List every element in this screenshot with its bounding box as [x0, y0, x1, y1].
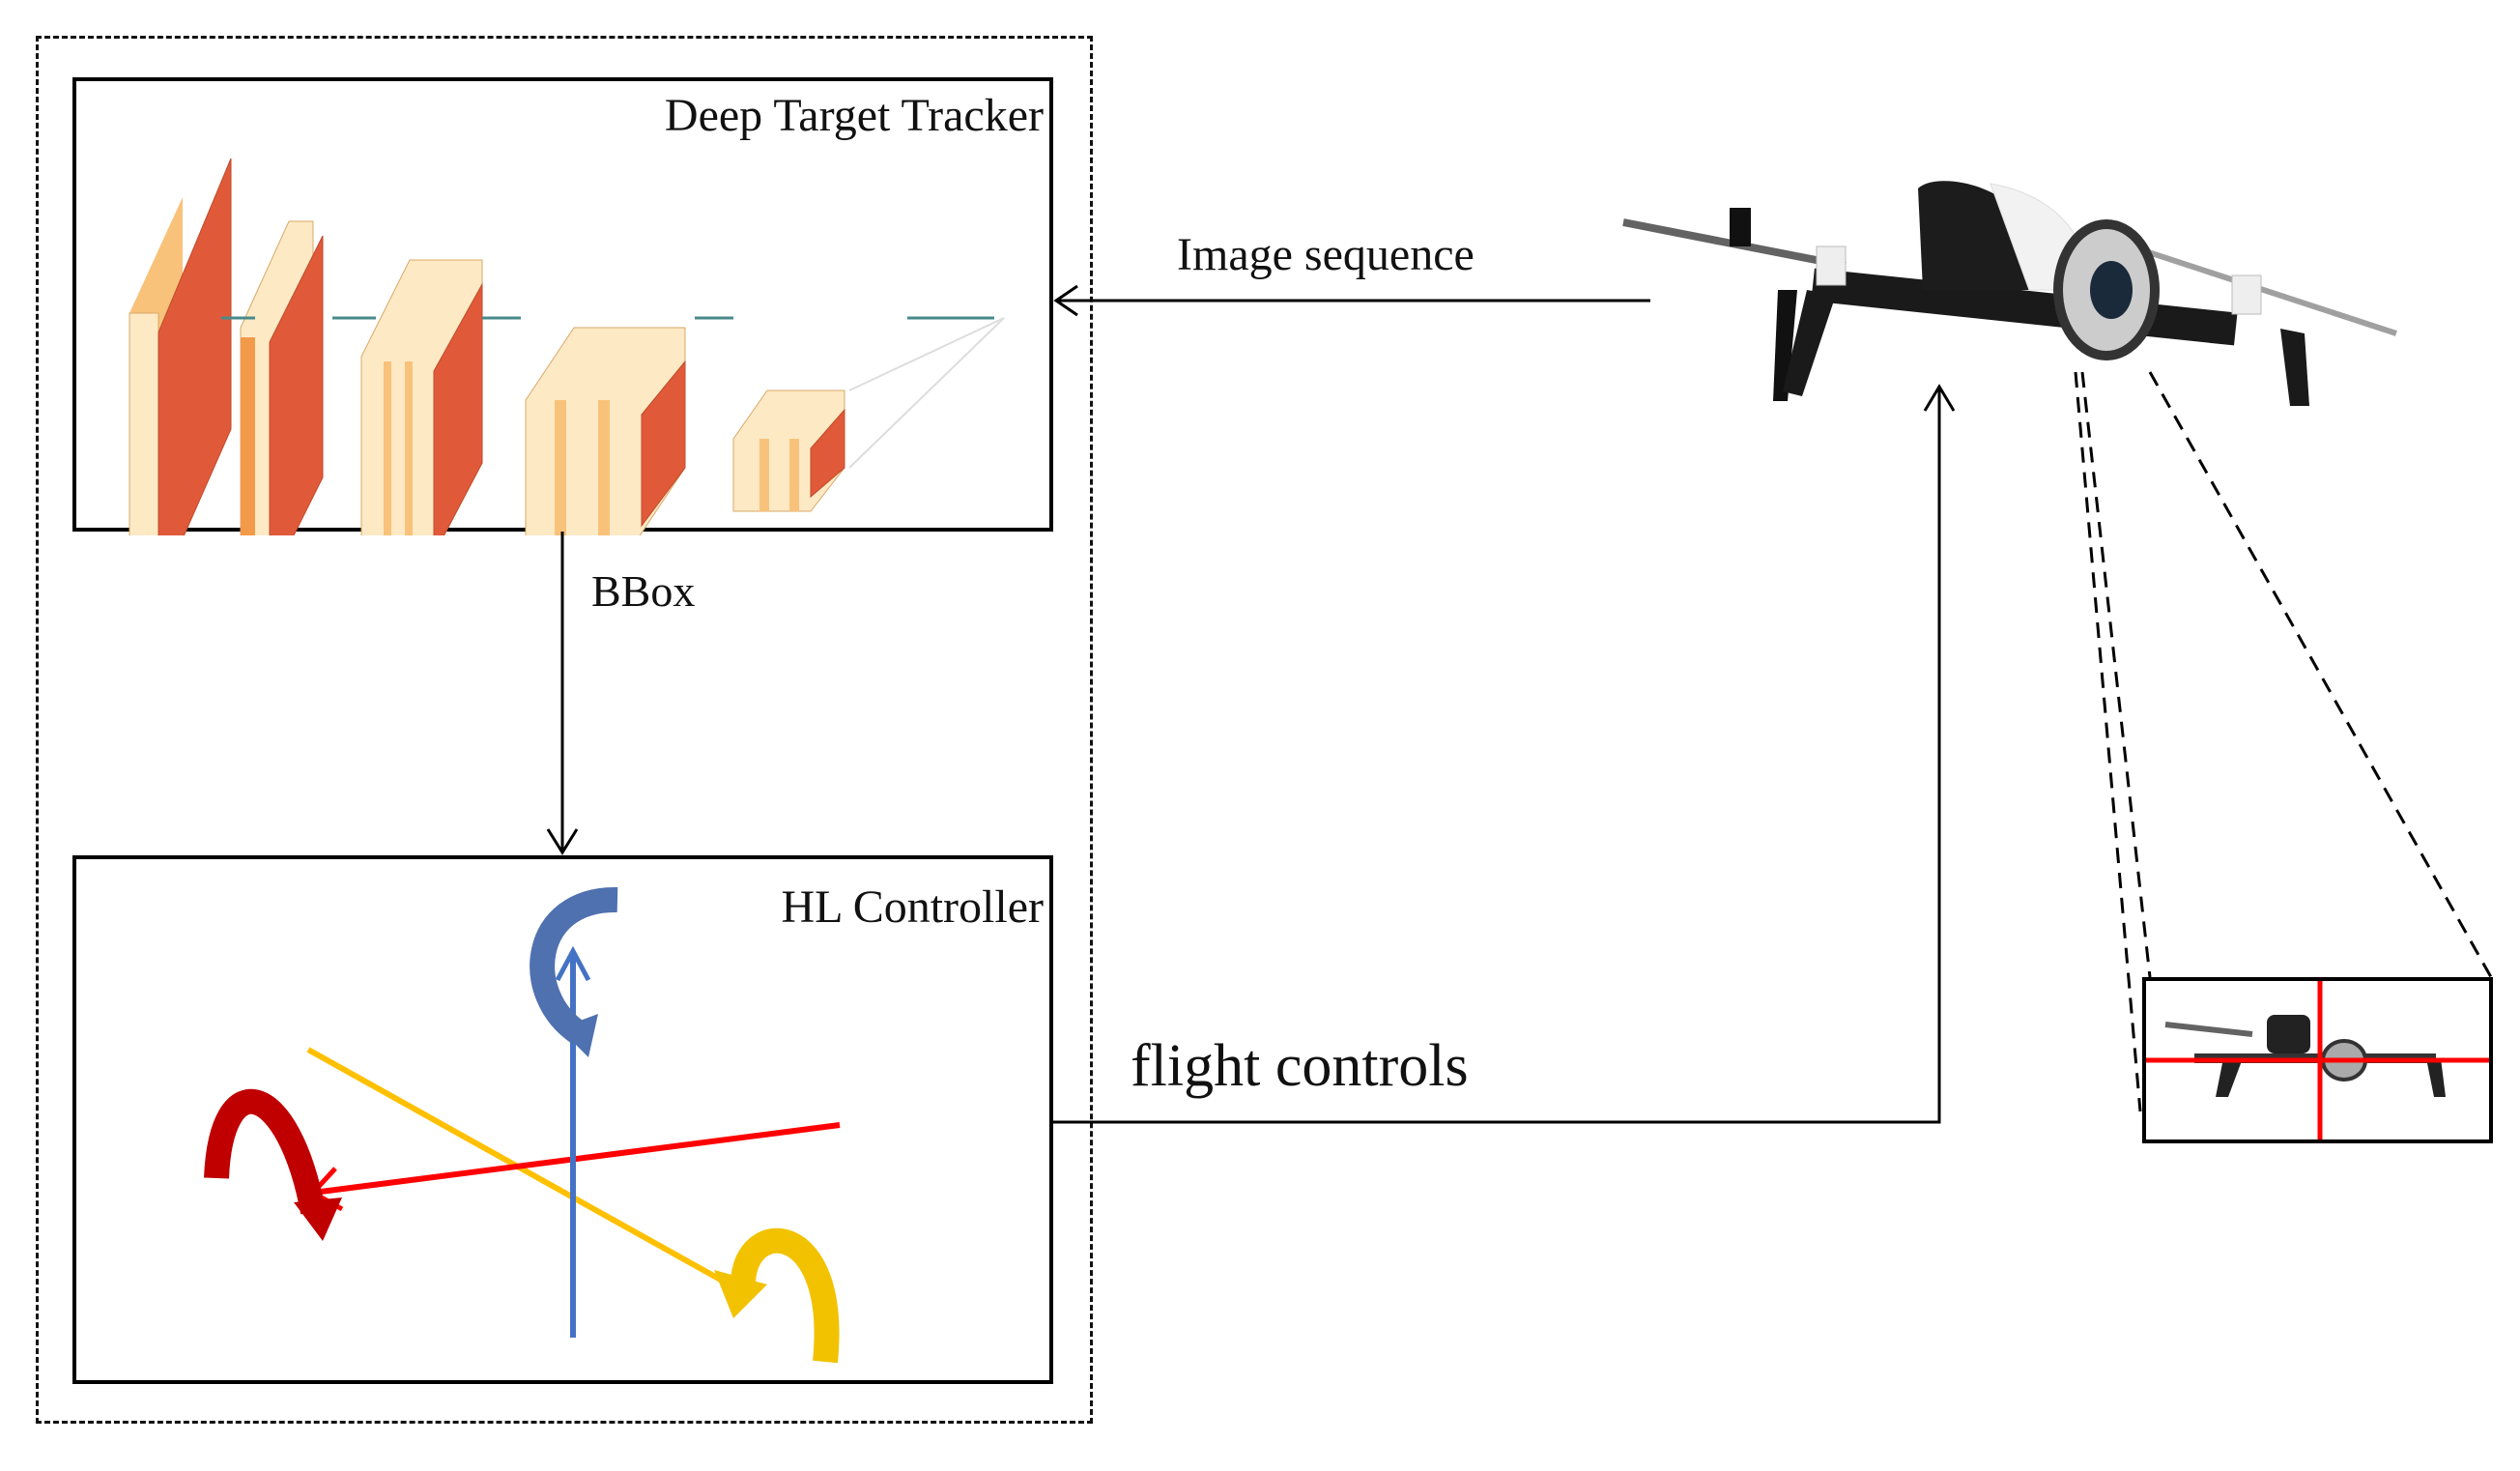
cnn-layer-1	[129, 158, 232, 535]
flight-controls-label: flight controls	[1131, 1033, 1469, 1099]
hl-controller-box: HL Controller	[72, 855, 1053, 1384]
inset-drone-view	[2146, 981, 2489, 1139]
axes-illustration	[204, 886, 841, 1364]
roll-rotation-icon	[204, 1089, 326, 1215]
pitch-axis	[306, 1047, 752, 1299]
cnn-layer-5	[732, 389, 845, 512]
flight-controls-arrow	[1053, 387, 1941, 1124]
camera-fov-line-left-2	[2080, 371, 2152, 978]
cnn-output-cone	[848, 317, 1005, 469]
image-sequence-label: Image sequence	[1177, 229, 1475, 280]
cnn-layer-3	[360, 259, 483, 535]
yaw-rotation-icon	[530, 886, 618, 1044]
bbox-label: BBox	[591, 566, 696, 616]
cnn-layer-2	[240, 220, 324, 535]
tracker-title: Deep Target Tracker	[664, 90, 1044, 141]
camera-fov-line-left-1	[2074, 371, 2142, 1112]
camera-view-inset	[2142, 977, 2493, 1143]
deep-target-tracker-box: Deep Target Tracker	[72, 77, 1053, 535]
cnn-layer-4	[525, 327, 686, 535]
controller-title: HL Controller	[781, 881, 1045, 933]
drone	[1622, 181, 2397, 406]
pitch-rotation-icon	[730, 1227, 840, 1364]
roll-axis	[312, 1122, 841, 1196]
camera-fov-line-right	[2148, 371, 2493, 978]
cnn-illustration	[129, 158, 1005, 535]
system-boundary	[36, 36, 1093, 1424]
